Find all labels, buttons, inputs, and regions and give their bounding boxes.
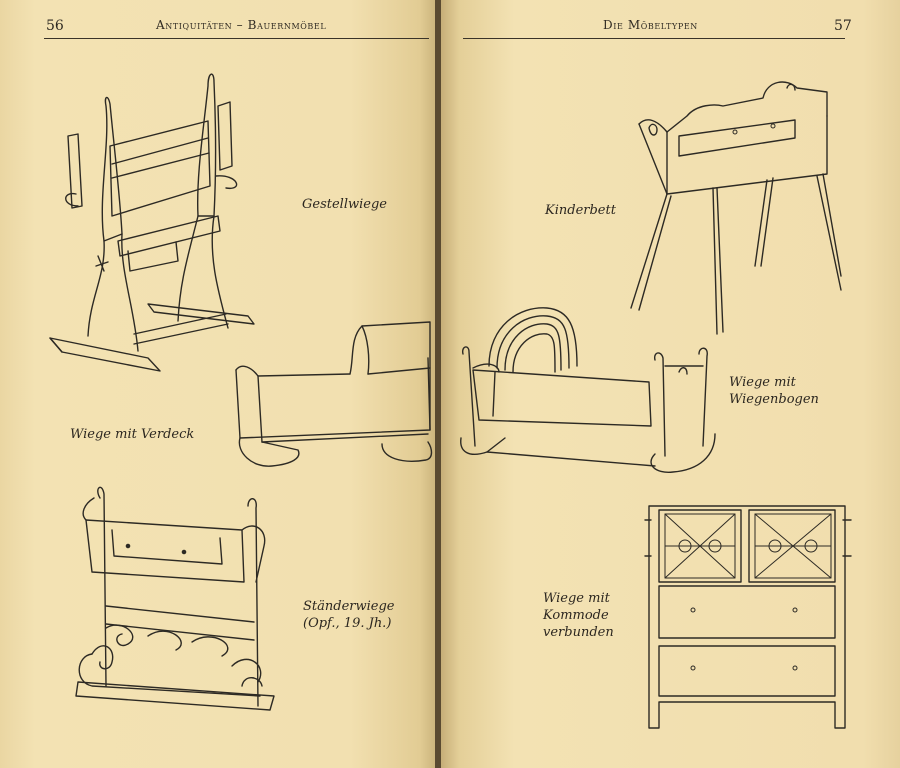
right-header-rule (463, 38, 845, 39)
left-running-head: Antiquitäten – Bauernmöbel (156, 18, 327, 32)
arched-cradle-illustration (460, 307, 716, 473)
left-page-number: 56 (46, 18, 64, 34)
left-header-rule (44, 38, 429, 39)
caption-wiege-mit-verdeck: Wiege mit Verdeck (70, 427, 195, 442)
cradle-chest-illustration (644, 505, 852, 729)
caption-kinderbett: Kinderbett (545, 203, 616, 218)
caption-wiegenbogen-line2: Wiegenbogen (729, 392, 819, 407)
right-page: Die Möbeltypen 57 Kinderbett (441, 0, 900, 768)
right-page-number: 57 (834, 18, 852, 34)
caption-staenderwiege-line2: (Opf., 19. Jh.) (303, 616, 392, 631)
caption-wiegenbogen-line1: Wiege mit (729, 375, 796, 390)
right-running-head: Die Möbeltypen (603, 18, 698, 32)
caption-gestellwiege: Gestellwiege (302, 197, 387, 212)
gestellwiege-illustration (49, 73, 255, 372)
caption-kommode-line3: verbunden (543, 625, 614, 640)
caption-kommode-line1: Wiege mit (543, 591, 610, 606)
caption-kommode-line2: Kommode (543, 608, 609, 623)
left-page: 56 Antiquitäten – Bauernmöbel Gestellwie… (0, 0, 437, 768)
standing-cradle-illustration (75, 486, 275, 711)
book-gutter (435, 0, 443, 768)
caption-staenderwiege-line1: Ständerwiege (303, 599, 395, 614)
children-bed-illustration (630, 81, 842, 335)
hooded-cradle-illustration (235, 321, 433, 467)
